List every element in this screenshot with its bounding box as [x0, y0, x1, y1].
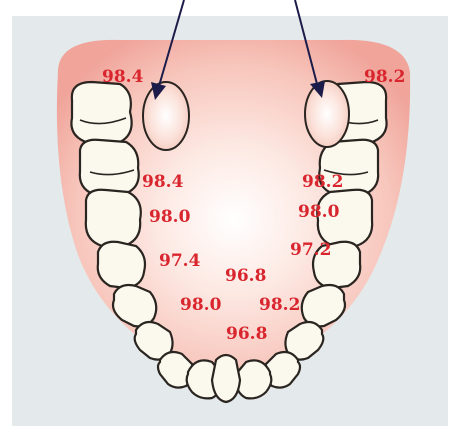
reading-right-2: 98.0	[298, 202, 340, 222]
tooth	[86, 190, 141, 246]
reading-right-1: 98.2	[302, 172, 343, 192]
reading-front-center: 96.8	[226, 324, 267, 344]
tooth	[80, 140, 139, 196]
reading-right-molar: 98.2	[364, 67, 405, 87]
reading-left-1: 98.4	[142, 172, 184, 192]
reading-front-left: 98.0	[180, 295, 222, 315]
reading-right-3: 97.2	[290, 240, 331, 260]
right-cotton-roll	[305, 81, 349, 147]
reading-front-right: 98.2	[259, 295, 300, 315]
reading-left-2: 98.0	[149, 207, 191, 227]
reading-left-3: 97.4	[159, 251, 201, 271]
left-cotton-roll	[143, 82, 189, 150]
tooth	[71, 82, 131, 144]
tooth	[212, 355, 240, 402]
tooth	[98, 242, 145, 288]
reading-center: 96.8	[225, 266, 266, 286]
reading-left-molar: 98.4	[102, 67, 144, 87]
